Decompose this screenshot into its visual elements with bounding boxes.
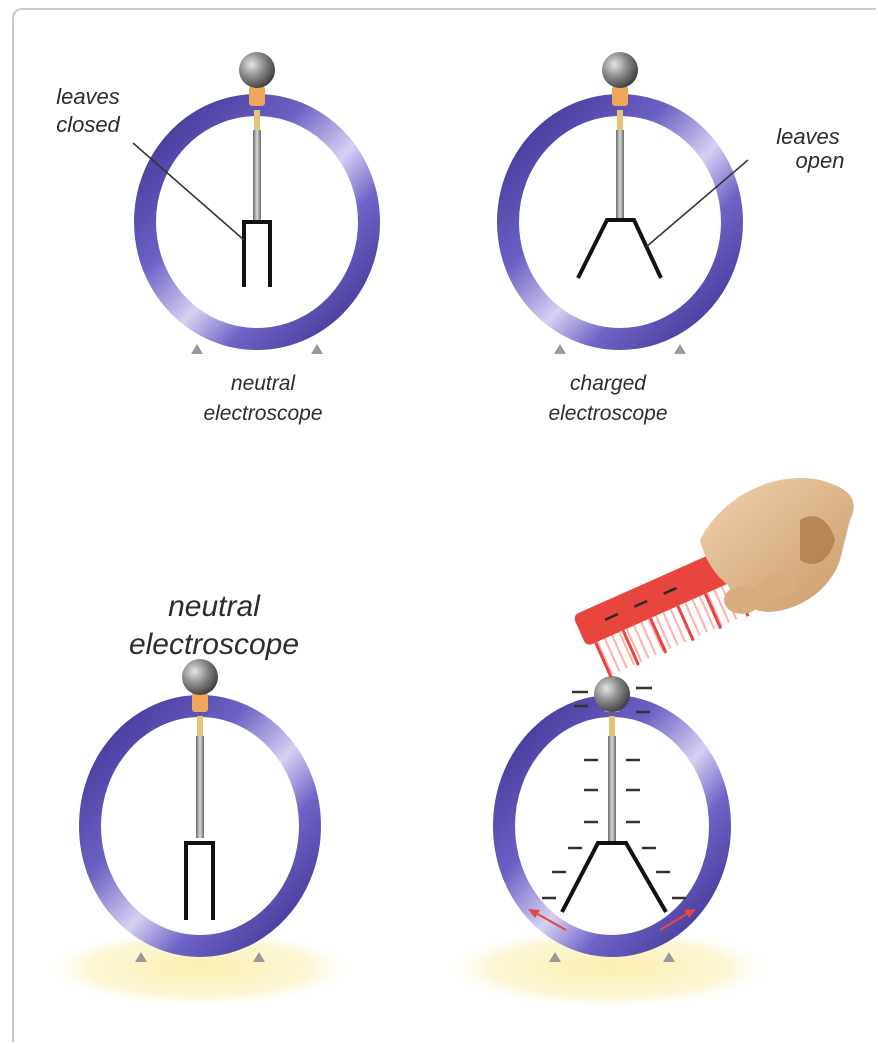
electroscope-charged-top: leaves open charged electroscope	[508, 52, 844, 425]
metal-knob	[594, 676, 630, 712]
caption-line1: charged	[570, 372, 647, 395]
case-foot-left	[191, 344, 203, 354]
leaves-closed	[186, 843, 213, 920]
caption-line1: neutral	[231, 372, 297, 395]
metal-knob	[239, 52, 275, 88]
rod-collar	[617, 110, 623, 132]
leaves-open	[562, 843, 666, 912]
electroscope-neutral-bottom: neutral electroscope	[40, 590, 360, 1008]
rod-collar	[609, 716, 615, 738]
metal-rod	[608, 736, 616, 844]
rod-collar	[254, 110, 260, 132]
case-foot-right	[674, 344, 686, 354]
metal-knob	[182, 659, 218, 695]
caption-line2: electroscope	[203, 402, 322, 425]
callout-label-line1: leaves	[776, 124, 840, 149]
leaves-closed	[244, 222, 270, 287]
panel-title-line1: neutral	[168, 590, 261, 623]
leaves-open	[578, 220, 661, 278]
electroscope-charging-bottom	[440, 478, 854, 1010]
metal-rod	[616, 130, 624, 220]
insulator-plug	[249, 86, 265, 106]
hand	[700, 478, 854, 614]
caption-line2: electroscope	[548, 402, 667, 425]
panel-title-line2: electroscope	[129, 628, 299, 661]
metal-rod	[253, 130, 261, 222]
callout-label-line2: open	[796, 148, 845, 173]
callout-label-line1: leaves	[56, 84, 120, 109]
electroscope-neutral-top: leaves closed neutral electroscope	[56, 52, 369, 425]
metal-rod	[196, 736, 204, 838]
case-foot-right	[311, 344, 323, 354]
callout-label-line2: closed	[56, 112, 120, 137]
insulator-plug	[612, 86, 628, 106]
metal-knob	[602, 52, 638, 88]
case-foot-left	[554, 344, 566, 354]
rod-collar	[197, 716, 203, 738]
